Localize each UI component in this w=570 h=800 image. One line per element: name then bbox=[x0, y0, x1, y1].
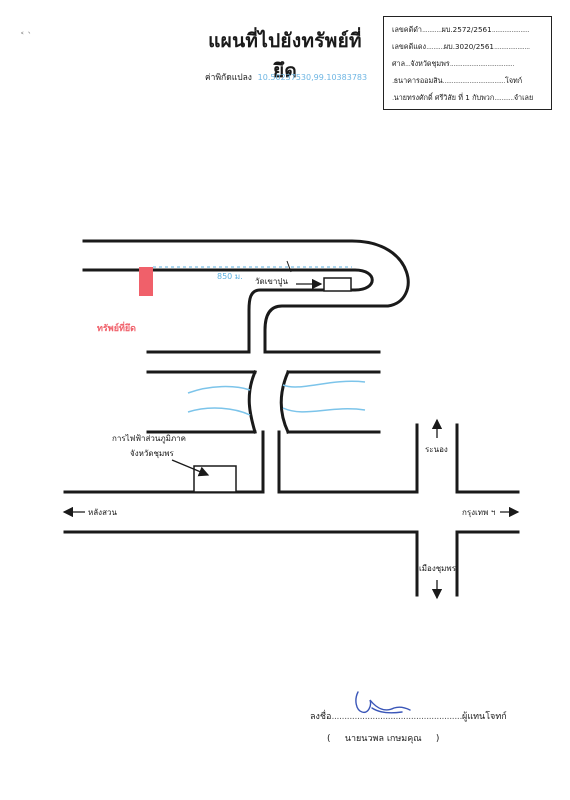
court-value: จังหวัดชุมพร bbox=[410, 59, 450, 68]
river-line-left-2 bbox=[187, 407, 251, 416]
ranong-label: ระนอง bbox=[425, 445, 448, 454]
case-red-value: ผบ.3020/2561 bbox=[443, 42, 494, 51]
court-label: ศาล bbox=[392, 59, 406, 68]
coordinate-row: ค่าพิกัดแปลง 10.50237530,99.10383783 bbox=[205, 70, 367, 84]
top-road bbox=[82, 239, 410, 354]
plaintiff-label: โจทก์ bbox=[504, 76, 523, 85]
crossing-road bbox=[415, 423, 459, 597]
property-marker bbox=[139, 267, 153, 296]
signature-row: ลงชื่อ..................................… bbox=[310, 712, 507, 722]
case-black-row: เลขคดีดำ...........ผบ.2572/2561.........… bbox=[392, 25, 530, 34]
property-label: ทรัพย์ที่ยึด bbox=[97, 321, 136, 334]
coordinate-value: 10.50237530,99.10383783 bbox=[257, 73, 368, 82]
case-black-label: เลขคดีดำ bbox=[392, 25, 422, 34]
plaintiff-value: ธนาคารออมสิน bbox=[393, 76, 443, 85]
top-road-inner-edge bbox=[82, 268, 374, 354]
plaintiff-row: .ธนาคารออมสิน...........................… bbox=[392, 76, 523, 85]
case-info-box: เลขคดีดำ...........ผบ.2572/2561.........… bbox=[383, 16, 552, 110]
langsuan-label: หลังสวน bbox=[88, 508, 117, 517]
river bbox=[187, 380, 366, 416]
river-line-right-1 bbox=[282, 380, 366, 388]
signer-name: นายนวพล เกษมคุณ bbox=[344, 734, 422, 744]
distance-label: 850 ม. bbox=[217, 272, 243, 281]
defendant-label: จำเลย bbox=[513, 93, 534, 102]
temple-label: วัดเขาปูน bbox=[255, 277, 288, 287]
case-red-label: เลขคดีแดง bbox=[392, 42, 427, 51]
temple-building bbox=[323, 277, 352, 292]
river-line-right-2 bbox=[282, 407, 366, 413]
bangkok-label: กรุงเทพ ฯ bbox=[462, 508, 495, 517]
corner-mark: ˂ ˋ bbox=[20, 32, 32, 42]
chumphon-label: เมืองชุมพร bbox=[419, 564, 457, 573]
top-road-outer-edge bbox=[82, 239, 410, 354]
middle-road bbox=[146, 350, 381, 494]
defendant-value: นายทรงศักดิ์ ศรีวิสัย ที่ 1 กับพวก bbox=[393, 93, 495, 102]
page-title: แผนที่ไปยังทรัพย์ที่ยึด bbox=[208, 30, 362, 82]
bridge-right-curve bbox=[279, 370, 290, 434]
signature-scribble bbox=[355, 691, 411, 714]
coordinate-label: ค่าพิกัดแปลง bbox=[205, 73, 252, 83]
bridge-left-curve bbox=[247, 370, 257, 434]
signer-name-row: ( นายนวพล เกษมคุณ ) bbox=[327, 734, 440, 744]
distance-tick bbox=[286, 260, 292, 273]
defendant-row: .นายทรงศักดิ์ ศรีวิสัย ที่ 1 กับพวก.....… bbox=[392, 93, 534, 102]
pea-building bbox=[193, 465, 237, 493]
case-black-value: ผบ.2572/2561 bbox=[441, 25, 492, 34]
river-line-left-1 bbox=[187, 385, 251, 394]
sign-label: ลงชื่อ bbox=[310, 712, 332, 722]
case-red-row: เลขคดีแดง..........ผบ.3020/2561.........… bbox=[392, 42, 530, 51]
pea-label-line2: จังหวัดชุมพร bbox=[130, 449, 175, 458]
court-row: ศาล...จังหวัดชุมพร......................… bbox=[392, 59, 515, 68]
pea-label-line1: การไฟฟ้าส่วนภูมิภาค bbox=[112, 434, 186, 444]
sign-role: ผู้แทนโจทก์ bbox=[462, 712, 507, 722]
main-highway bbox=[63, 490, 520, 534]
pea-arrow bbox=[171, 459, 210, 477]
